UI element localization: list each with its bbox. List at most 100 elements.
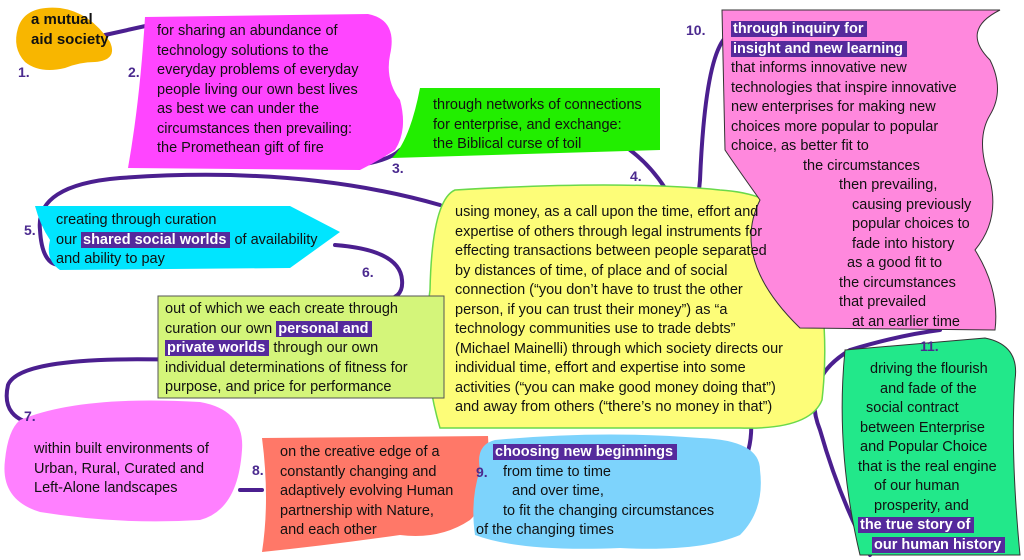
- line: that prevailed: [839, 294, 927, 310]
- line: of our human: [874, 478, 960, 494]
- line: activities (“you can make good money doi…: [455, 379, 776, 396]
- highlight: private worlds: [165, 340, 270, 356]
- step-9-shape: [473, 434, 761, 549]
- line: as best we can under the: [157, 101, 320, 117]
- line: Urban, Rural, Curated and: [34, 460, 205, 477]
- line: everyday problems of everyday: [157, 62, 359, 78]
- line: and fade of the: [880, 380, 977, 397]
- line: for enterprise, and exchange:: [433, 116, 622, 133]
- line: the circumstances: [803, 157, 920, 174]
- line: Left-Alone landscapes: [34, 480, 178, 496]
- highlight: personal and: [276, 320, 373, 337]
- line: and away from others (“there’s no money …: [455, 399, 773, 415]
- line: through networks of connections: [433, 97, 642, 113]
- line: the true story of: [858, 516, 1005, 536]
- line: partnership with Nature,: [280, 502, 434, 519]
- line: adaptively evolving Human: [280, 483, 454, 499]
- highlight: through inquiry for: [731, 21, 868, 37]
- line: as a good fit to: [847, 255, 943, 271]
- text: our: [56, 231, 81, 248]
- line: prosperity, and: [874, 497, 969, 514]
- line: technology communities use to trade debt…: [455, 321, 736, 337]
- line: and over time,: [512, 483, 604, 499]
- line: a mutual: [31, 11, 93, 28]
- line: purpose, and price for performance: [165, 379, 392, 395]
- line: private worlds through our own: [165, 339, 408, 359]
- line: the Promethean gift of fire: [157, 140, 324, 156]
- line: driving the flourish: [870, 361, 988, 377]
- line: new enterprises for making new: [731, 99, 936, 115]
- line: using money, as a call upon the time, ef…: [455, 204, 759, 220]
- line: choices more popular to popular: [731, 118, 939, 135]
- step-4-number: 4.: [630, 168, 642, 184]
- step-8-shape: [262, 436, 489, 552]
- line: technologies that inspire innovative: [731, 79, 957, 96]
- line: that is the real engine: [858, 458, 997, 475]
- step-2-shape: [128, 14, 404, 170]
- step-8-text: on the creative edge of a constantly cha…: [280, 443, 453, 541]
- line: to fit the changing circumstances: [503, 502, 715, 519]
- step-3-number: 3.: [392, 160, 404, 176]
- highlight: the true story of: [858, 517, 975, 533]
- step-10-number: 10.: [686, 22, 706, 38]
- line: for sharing an abundance of: [157, 23, 338, 39]
- line: by distances of time, of place and of so…: [455, 262, 728, 279]
- highlight: choosing new beginnings: [493, 444, 678, 460]
- step-7-shape: [4, 400, 243, 522]
- line: between Enterprise: [860, 419, 985, 436]
- highlight: our human history: [872, 536, 1006, 553]
- step-11-text: driving the flourish and fade of the soc…: [858, 360, 1006, 556]
- line: people living our own best lives: [157, 81, 358, 98]
- line: creating through curation: [56, 212, 217, 228]
- line: our human history: [858, 536, 1006, 556]
- step-1-number: 1.: [18, 64, 30, 80]
- line: choosing new beginnings: [476, 443, 714, 463]
- line: effecting transactions between people se…: [455, 243, 767, 259]
- line: person, if you can trust their money”) a…: [455, 301, 728, 318]
- step-7-number: 7.: [24, 408, 36, 424]
- line: expertise of others through legal instru…: [455, 223, 763, 240]
- step-7-text: within built environments of Urban, Rura…: [34, 440, 209, 499]
- line: through inquiry for: [731, 20, 971, 40]
- line: and ability to pay: [56, 251, 165, 267]
- step-2-number: 2.: [128, 64, 140, 80]
- highlight: shared social worlds: [81, 231, 231, 248]
- line: (Michael Mainelli) through which society…: [455, 340, 783, 357]
- line: choice, as better fit to: [731, 138, 869, 154]
- line: technology solutions to the: [157, 42, 329, 59]
- step-2-text: for sharing an abundance of technology s…: [157, 22, 359, 159]
- step-11-number: 11.: [920, 338, 939, 354]
- line: individual time, effort and expertise in…: [455, 360, 746, 376]
- step-8-number: 8.: [252, 462, 264, 478]
- step-1-shape: [16, 7, 113, 70]
- line: and each other: [280, 522, 377, 538]
- step-4-text: using money, as a call upon the time, ef…: [455, 203, 783, 418]
- line: curation our own personal and: [165, 320, 408, 340]
- step-9-number: 9.: [476, 464, 488, 480]
- line: aid society: [31, 30, 109, 48]
- line: from time to time: [503, 463, 611, 480]
- line: social contract: [866, 400, 959, 416]
- line: fade into history: [852, 235, 955, 252]
- line: the Biblical curse of toil: [433, 136, 582, 152]
- line: then prevailing,: [839, 177, 938, 193]
- connector-6-7: [4, 357, 182, 427]
- step-10-text: through inquiry for insight and new lear…: [731, 20, 971, 332]
- connector-4-5: [37, 172, 442, 267]
- line: insight and new learning: [731, 40, 971, 60]
- connector-1-2: [103, 23, 152, 37]
- line: of the changing times: [476, 522, 614, 538]
- line: popular choices to: [852, 216, 970, 232]
- line: at an earlier time: [852, 313, 960, 330]
- line: individual determinations of fitness for: [165, 359, 408, 376]
- line: causing previously: [852, 196, 972, 213]
- line: on the creative edge of a: [280, 444, 440, 460]
- line: and Popular Choice: [860, 439, 988, 455]
- step-6-number: 6.: [362, 264, 374, 280]
- step-5-text: creating through curation our shared soc…: [56, 211, 318, 270]
- step-11-shape: [841, 337, 1021, 556]
- highlight: insight and new learning: [731, 40, 907, 57]
- step-5-number: 5.: [24, 222, 36, 238]
- text: of availability: [230, 231, 318, 248]
- line: connection (“you don’t have to trust the…: [455, 282, 743, 298]
